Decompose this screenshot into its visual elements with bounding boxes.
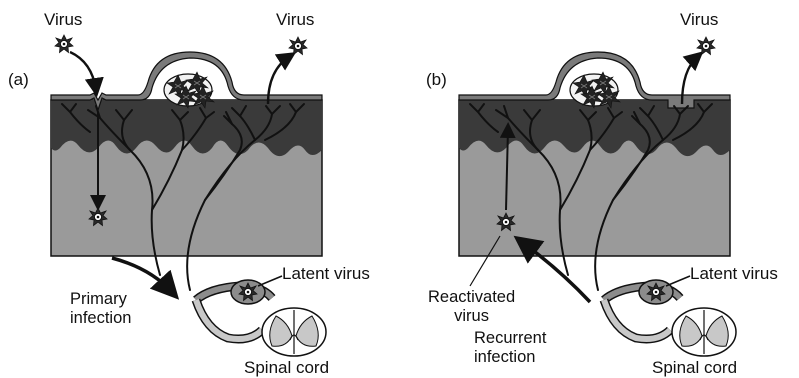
- latent-virus-label-a: Latent virus: [282, 264, 370, 283]
- panel-a-tag: (a): [8, 70, 29, 89]
- reactivated-line1: Reactivated: [428, 288, 515, 307]
- primary-infection-line2: infection: [70, 309, 131, 328]
- recurrent-line1: Recurrent: [474, 329, 546, 348]
- dorsal-root-ganglion-a: [196, 280, 272, 339]
- spinal-cord-b: [672, 308, 736, 356]
- spinal-cord-label-b: Spinal cord: [652, 358, 737, 377]
- virus-out-label-b: Virus: [680, 10, 718, 29]
- primary-infection-label: Primary infection: [70, 290, 131, 328]
- recurrent-infection-label: Recurrent infection: [474, 329, 546, 367]
- spinal-cord-a: [262, 308, 326, 356]
- primary-infection-line1: Primary: [70, 290, 131, 309]
- latent-virus-label-b: Latent virus: [690, 264, 778, 283]
- recurrent-line2: infection: [474, 348, 546, 367]
- reactivated-virus-label: Reactivated virus: [428, 288, 515, 326]
- dorsal-root-ganglion-b: [604, 280, 680, 339]
- spinal-cord-label-a: Spinal cord: [244, 358, 329, 377]
- panel-b-tag: (b): [426, 70, 447, 89]
- virus-out-label-a: Virus: [276, 10, 314, 29]
- virus-in-label-a: Virus: [44, 10, 82, 29]
- reactivated-line2: virus: [428, 307, 515, 326]
